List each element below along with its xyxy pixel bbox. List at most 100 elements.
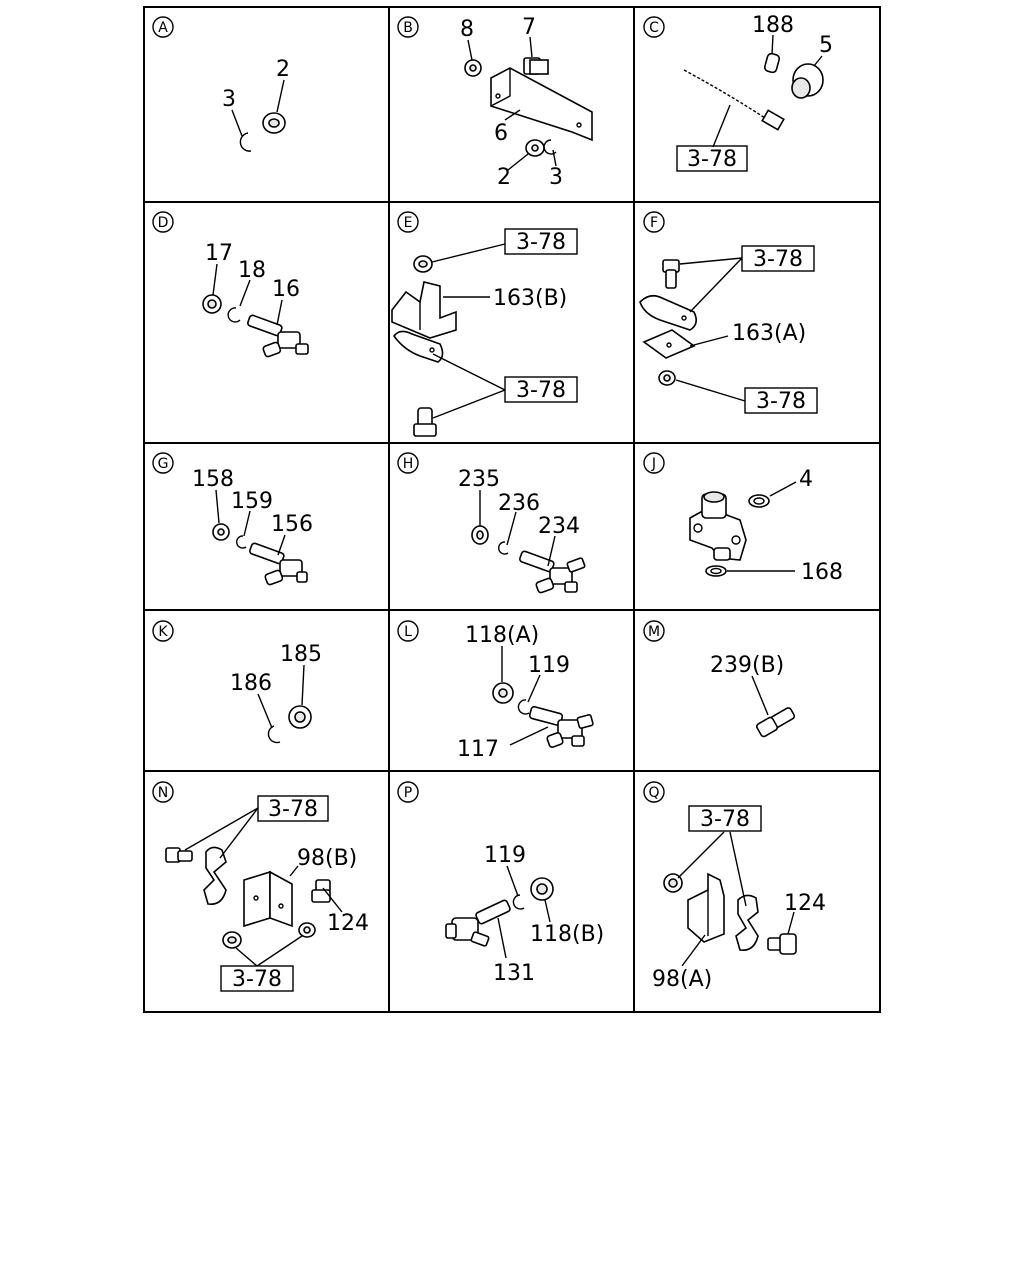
snap-ring-part xyxy=(239,132,252,152)
nut-part xyxy=(413,255,433,273)
tee-fitting-part xyxy=(249,542,308,586)
nut-part xyxy=(658,370,676,386)
nut-part xyxy=(262,112,286,134)
callout-label: 17 xyxy=(205,241,233,266)
callout-label: 117 xyxy=(457,737,499,762)
panel-letter: K xyxy=(158,624,168,640)
callout-label: 3-78 xyxy=(687,147,737,172)
callout-label: 235 xyxy=(458,467,500,492)
panel-letter-badge: M xyxy=(643,620,665,642)
callout-label: 131 xyxy=(493,961,535,986)
nut-part xyxy=(222,931,242,949)
callout-label: 158 xyxy=(192,467,234,492)
callout-label: 168 xyxy=(801,560,843,585)
panel-g: G 158 159 156 xyxy=(152,452,313,586)
callout-label: 3-78 xyxy=(756,389,806,414)
panel-q: Q 3-78 124 98(A) xyxy=(643,781,826,992)
bolt-part xyxy=(662,259,680,289)
callout-label: 3-78 xyxy=(232,967,282,992)
callout-label: 3-78 xyxy=(516,378,566,403)
reference-box xyxy=(257,795,329,822)
reference-box xyxy=(741,245,815,272)
elbow-fitting-part xyxy=(756,707,796,738)
callout-label: 2 xyxy=(276,57,290,82)
valve-block-part xyxy=(689,491,747,561)
panel-letter: J xyxy=(651,456,656,472)
reference-box xyxy=(504,228,578,255)
callout-label: 6 xyxy=(494,121,508,146)
panel-letter-badge: A xyxy=(152,16,174,38)
tee-fitting-part xyxy=(247,314,309,358)
nut-part xyxy=(298,922,316,938)
washer-part xyxy=(705,565,727,577)
panel-letter-badge: C xyxy=(643,16,665,38)
callout-label: 188 xyxy=(752,13,794,38)
callout-label: 7 xyxy=(522,15,536,40)
panel-letter: H xyxy=(403,456,414,472)
grid-lines xyxy=(143,6,881,1013)
callout-label: 8 xyxy=(460,17,474,42)
callout-label: 119 xyxy=(528,653,570,678)
tee-fitting-part xyxy=(519,550,586,594)
panel-p: P 119 118(B) 131 xyxy=(397,781,604,986)
panel-letter: C xyxy=(649,20,659,36)
panel-letter: N xyxy=(158,785,168,801)
panel-b: B 8 7 6 2 3 xyxy=(397,15,593,190)
panel-l: L 118(A) 119 117 xyxy=(397,620,594,762)
bracket-part xyxy=(391,281,457,339)
callout-label: 3-78 xyxy=(268,797,318,822)
callout-label: 98(B) xyxy=(297,846,357,871)
reference-box xyxy=(504,376,578,403)
callout-label: 118(A) xyxy=(465,623,539,648)
callout-label: 98(A) xyxy=(652,967,712,992)
panel-letter: Q xyxy=(648,785,659,801)
snap-ring-part xyxy=(267,725,281,744)
washer-part xyxy=(748,494,770,508)
cable-tie-part xyxy=(683,69,785,131)
tee-fitting-part xyxy=(445,899,511,947)
panel-letter-badge: Q xyxy=(643,781,665,803)
nut-part xyxy=(525,139,545,157)
callout-label: 16 xyxy=(272,277,300,302)
panel-letter-badge: B xyxy=(397,16,419,38)
panel-letter: L xyxy=(404,624,412,640)
callout-label: 3-78 xyxy=(753,247,803,272)
panel-letter-badge: L xyxy=(397,620,419,642)
callout-label: 234 xyxy=(538,514,580,539)
nut-part xyxy=(530,877,554,901)
panel-letter: E xyxy=(404,215,413,231)
reference-box xyxy=(744,387,818,414)
callout-label: 185 xyxy=(280,642,322,667)
panel-f: F 3-78 163(A) 3-78 xyxy=(639,211,818,414)
panel-letter: D xyxy=(158,215,169,231)
panel-letter: F xyxy=(650,215,658,231)
panel-letter-badge: D xyxy=(152,211,174,233)
bolt-part xyxy=(523,57,549,75)
panel-letter: A xyxy=(158,20,168,36)
snap-ring-part xyxy=(543,139,557,155)
snap-ring-part xyxy=(227,307,241,323)
clip-part xyxy=(639,294,698,331)
panel-letter-badge: K xyxy=(152,620,174,642)
nut-part xyxy=(464,59,482,77)
callout-label: 124 xyxy=(327,911,369,936)
reference-box xyxy=(688,805,762,832)
callout-label: 163(A) xyxy=(732,321,806,346)
callout-label: 186 xyxy=(230,671,272,696)
panel-letter-badge: J xyxy=(643,452,665,474)
callout-label: 163(B) xyxy=(493,286,567,311)
snap-ring-part xyxy=(512,894,525,910)
panel-letter: G xyxy=(158,456,169,472)
callout-label: 236 xyxy=(498,491,540,516)
panel-letter-badge: G xyxy=(152,452,174,474)
callout-label: 118(B) xyxy=(530,922,604,947)
bracket-part xyxy=(243,870,293,928)
panel-m: M 239(B) xyxy=(643,620,796,738)
panel-letter-badge: N xyxy=(152,781,174,803)
clip-part xyxy=(735,894,759,952)
panel-letter-badge: E xyxy=(397,211,419,233)
panel-letter: B xyxy=(403,20,413,36)
panel-j: J 4 168 xyxy=(643,452,843,585)
panel-d: D 17 18 16 xyxy=(152,211,309,358)
